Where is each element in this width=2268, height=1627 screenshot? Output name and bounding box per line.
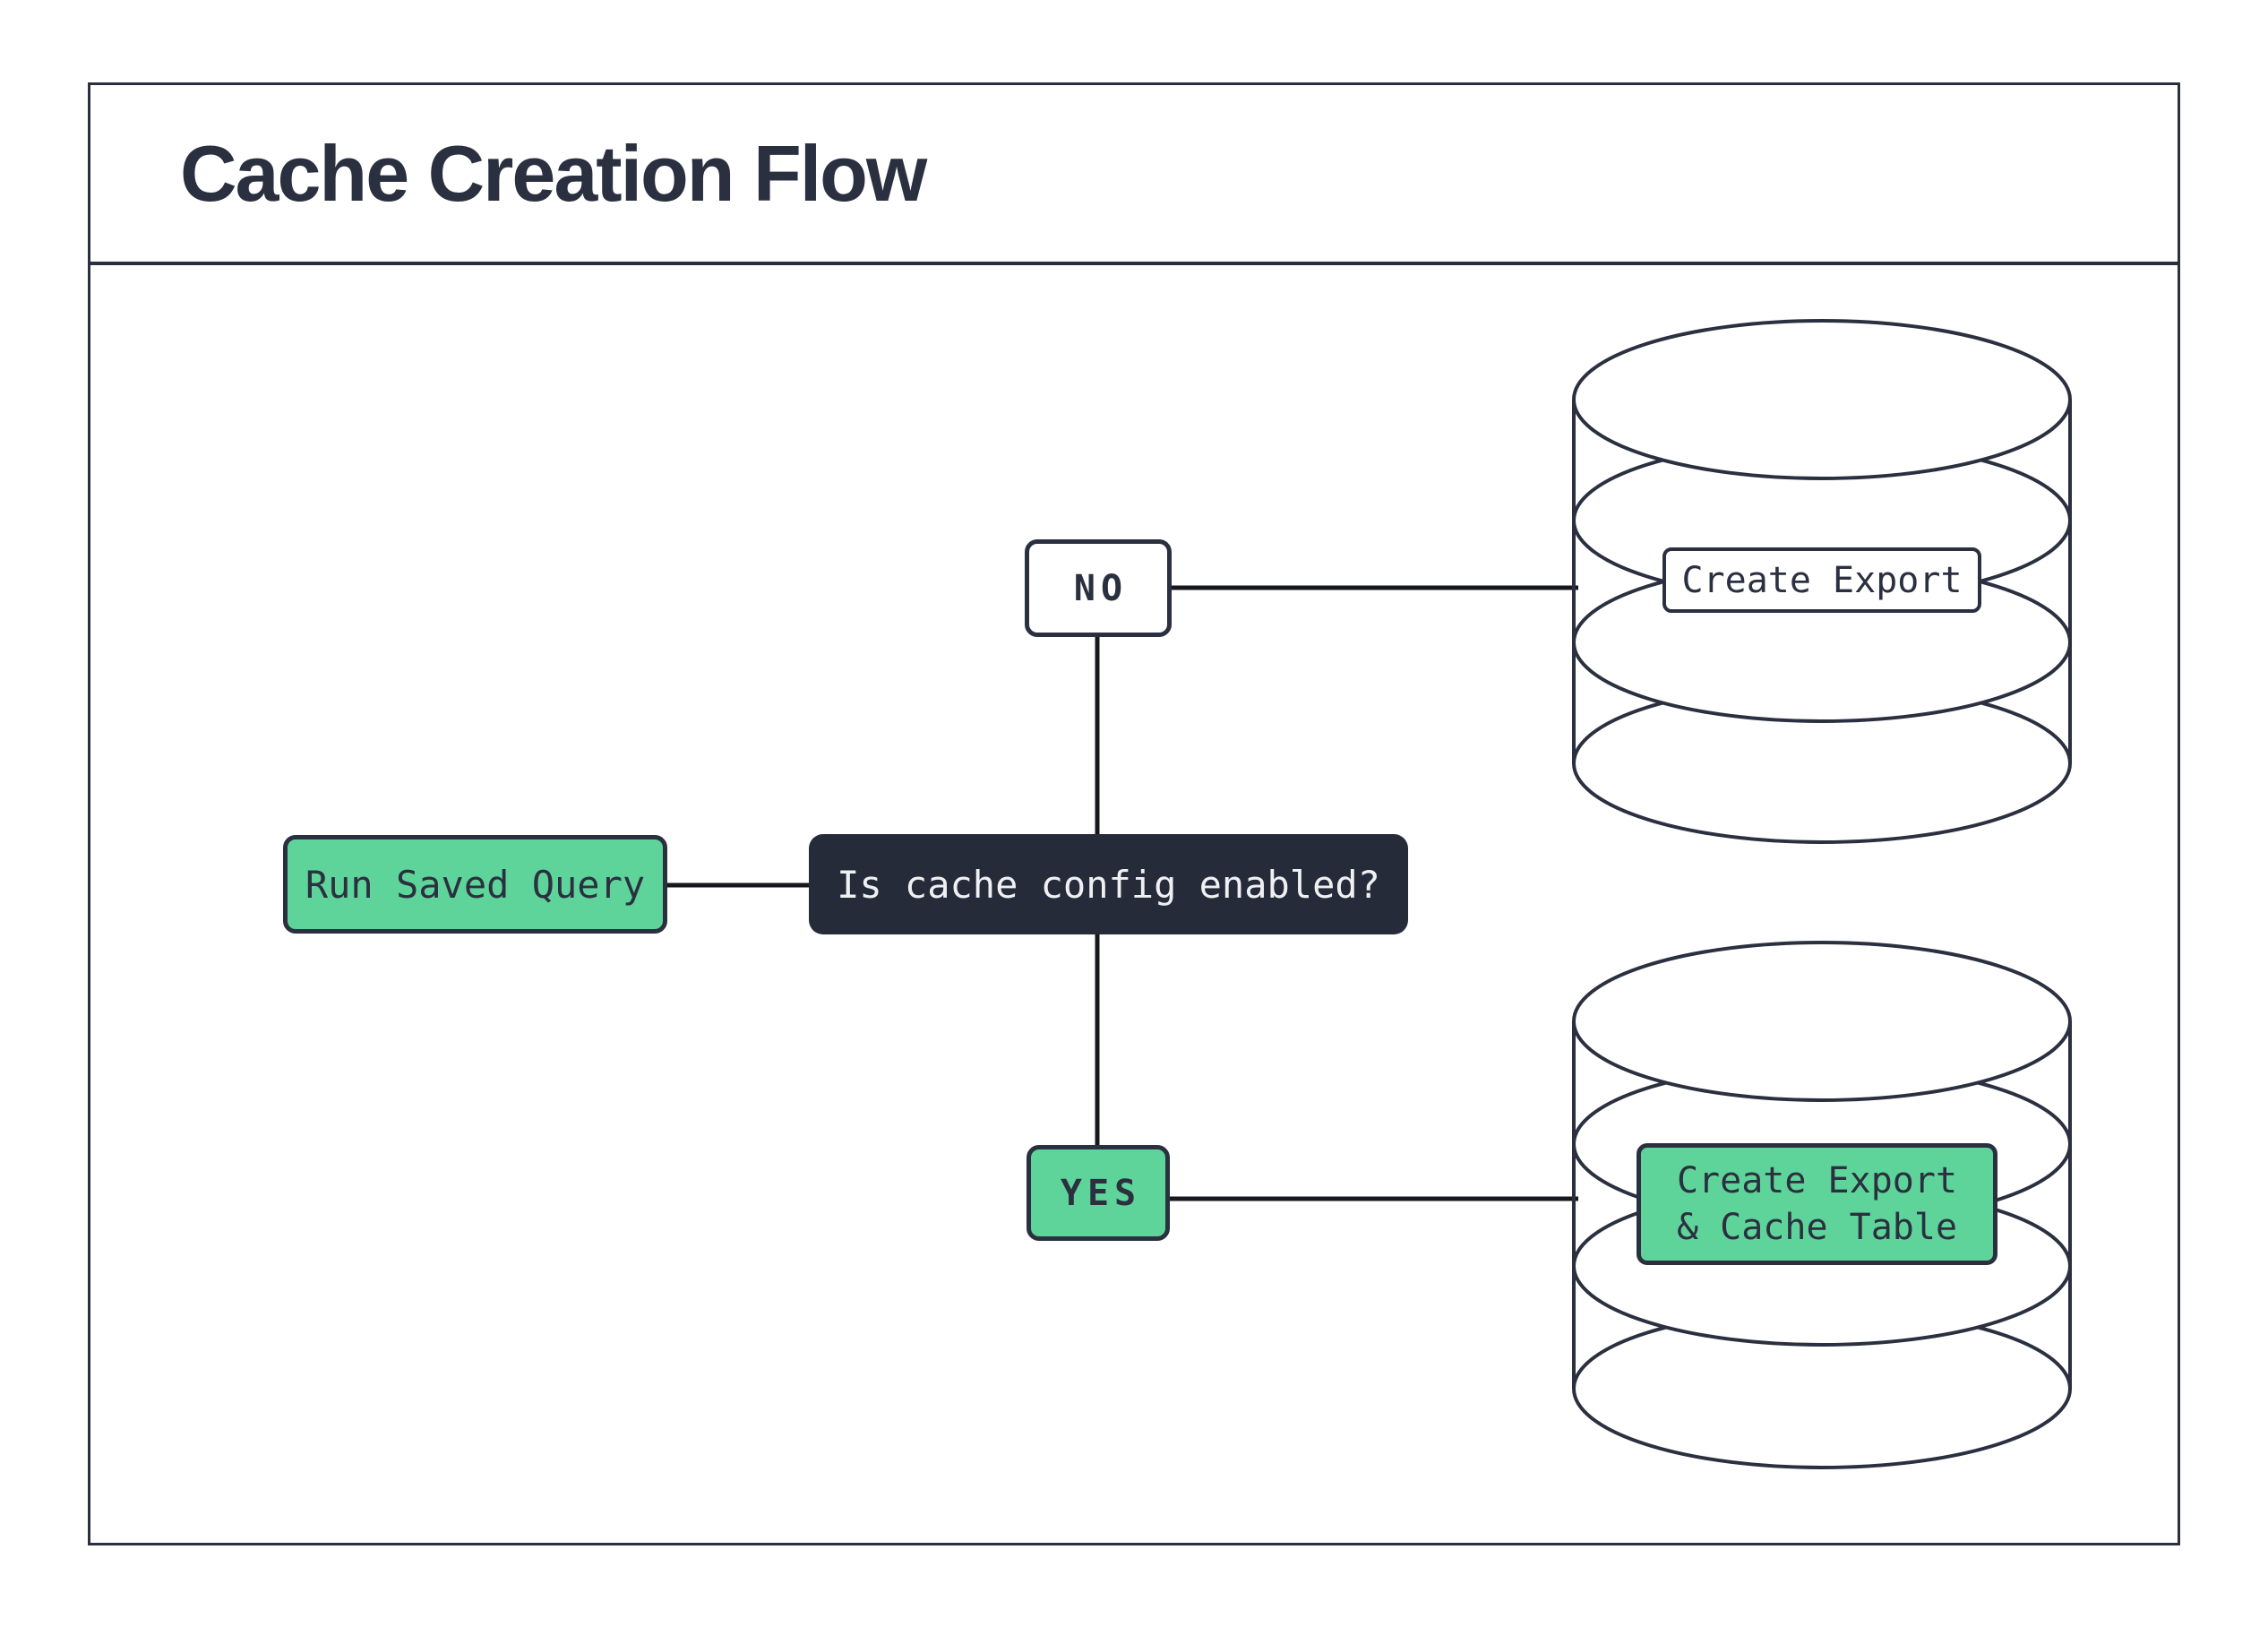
node-branch-yes-label: YES [1060, 1172, 1142, 1214]
node-run-saved-query: Run Saved Query [283, 835, 667, 934]
node-create-export-cache-table-line2: & Cache Table [1676, 1207, 1958, 1248]
connector-lines [665, 585, 1578, 1201]
node-branch-yes: YES [1027, 1145, 1170, 1241]
node-cache-config-decision: Is cache config enabled? [809, 834, 1408, 934]
node-create-export-cache-table-line1: Create Export [1676, 1160, 1958, 1201]
node-cache-config-decision-label: Is cache config enabled? [837, 862, 1380, 907]
diagram-header: Cache Creation Flow [90, 85, 2178, 265]
page-title: Cache Creation Flow [180, 128, 927, 218]
node-run-saved-query-label: Run Saved Query [305, 862, 646, 907]
node-create-export-label: Create Export [1681, 559, 1963, 601]
node-create-export-cache-table: Create Export & Cache Table [1637, 1143, 1997, 1265]
node-create-export: Create Export [1662, 547, 1981, 613]
node-branch-no-label: NO [1073, 567, 1129, 609]
node-branch-no: NO [1025, 539, 1172, 637]
